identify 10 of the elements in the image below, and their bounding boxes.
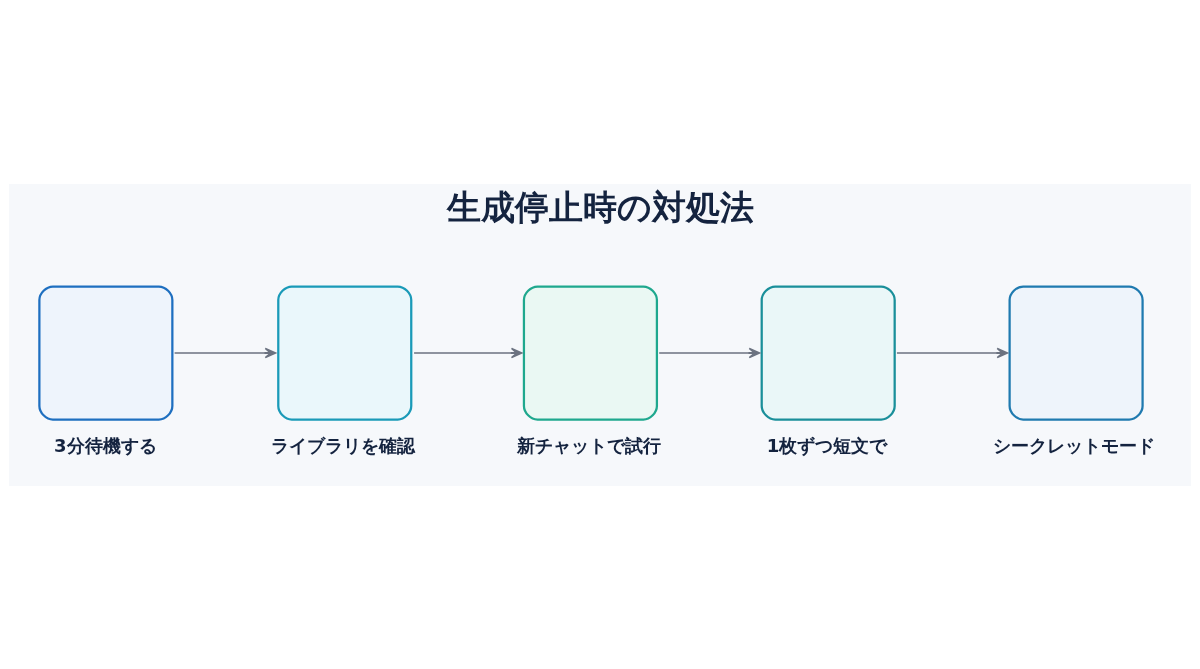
arrow xyxy=(173,347,277,358)
node-label: 1枚ずつ短文で xyxy=(766,434,888,456)
diagram-title: 生成停止時の対処法 xyxy=(447,187,755,227)
arrow xyxy=(658,347,761,358)
node-label: ライブラリを確認 xyxy=(270,434,415,456)
node-label: シークレットモード xyxy=(992,434,1155,456)
arrow xyxy=(413,347,523,358)
arrow xyxy=(896,347,1009,358)
node-label: 3分待機する xyxy=(54,434,157,456)
node-label: 新チャットで試行 xyxy=(517,434,662,456)
